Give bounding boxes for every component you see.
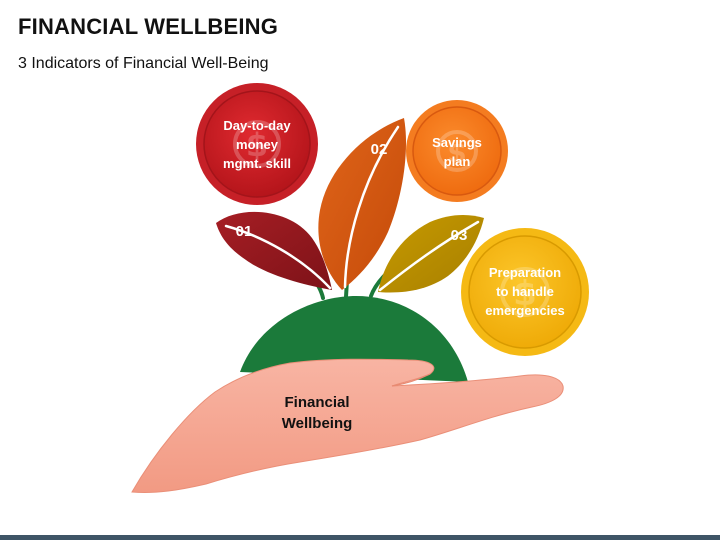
circle-01-line-3: mgmt. skill — [223, 156, 291, 171]
bottom-bar — [0, 535, 720, 540]
indicator-circle-02: $ Savings plan — [406, 100, 508, 202]
svg-text:$: $ — [447, 136, 466, 169]
dollar-coin-icon: $ — [233, 120, 281, 168]
leaf-02: 02 — [318, 118, 407, 290]
leaf-03: 03 — [378, 214, 484, 293]
dollar-coin-icon: $ — [436, 130, 478, 172]
svg-text:$: $ — [513, 274, 537, 314]
circle-03-line-1: Preparation — [489, 265, 561, 280]
circle-01-line-2: money — [236, 137, 279, 152]
svg-text:$: $ — [246, 126, 268, 164]
center-label-line-1: Financial — [284, 394, 349, 411]
leaf-01: 01 — [216, 211, 332, 290]
circle-03-line-2: to handle — [496, 284, 554, 299]
leaf-02-number: 02 — [371, 141, 388, 158]
leaf-01-number: 01 — [236, 223, 253, 240]
indicator-circle-03: $ Preparation to handle emergencies — [461, 228, 589, 356]
hand-icon — [131, 358, 564, 493]
indicator-circle-01: $ Day-to-day money mgmt. skill — [196, 83, 318, 205]
page-subtitle: 3 Indicators of Financial Well-Being — [18, 55, 269, 72]
circle-01-line-1: Day-to-day — [223, 118, 291, 133]
circle-02-line-1: Savings — [432, 135, 482, 150]
leaf-03-number: 03 — [451, 227, 468, 244]
circle-03-line-3: emergencies — [485, 303, 565, 318]
page-title: FINANCIAL WELLBEING — [18, 14, 279, 39]
center-label-line-2: Wellbeing — [282, 415, 353, 432]
circle-02-line-2: plan — [444, 154, 471, 169]
dollar-coin-icon: $ — [500, 267, 550, 317]
